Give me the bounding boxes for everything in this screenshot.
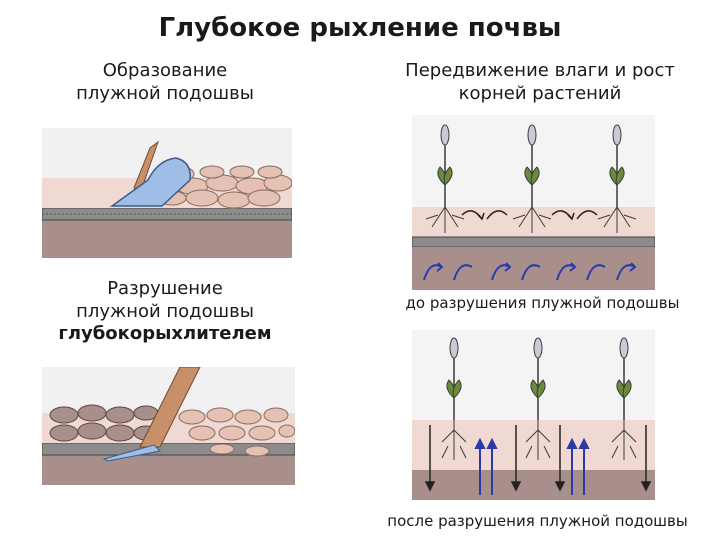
plant-2 — [525, 337, 551, 460]
topsoil-layer — [412, 420, 655, 470]
caption-moisture-line2: корней растений — [458, 82, 622, 104]
after-destruction-diagram — [412, 330, 655, 500]
plant-3 — [611, 337, 637, 460]
subsoil-layer — [412, 470, 655, 500]
caption-moisture: Передвижение влаги и рост корней растени… — [365, 60, 715, 105]
caption-destruction-line2: плужной подошвы — [76, 300, 254, 322]
topsoil-layer — [412, 207, 655, 237]
plow-blade — [109, 157, 191, 207]
plow-pan-formation-diagram — [42, 128, 292, 258]
caption-formation-line2: плужной подошвы — [76, 82, 254, 104]
loosened-clods — [178, 407, 295, 457]
plant-2 — [512, 124, 552, 233]
caption-formation-line1: Образование — [102, 60, 228, 81]
deep-ripper-diagram — [42, 367, 295, 485]
ripper-shank — [139, 367, 201, 448]
ripper-tip — [102, 444, 162, 462]
caption-destruction-line3: глубокорыхлителем — [58, 323, 272, 344]
page-title: Глубокое рыхление почвы — [158, 13, 562, 43]
moisture-roots-diagram — [412, 115, 655, 290]
plant-3 — [597, 124, 637, 233]
caption-destruction: Разрушение плужной подошвы глубокорыхлит… — [10, 278, 320, 346]
plants — [425, 124, 637, 233]
plant-1 — [441, 337, 467, 460]
up-arrows — [474, 437, 590, 495]
caption-moisture-line1: Передвижение влаги и рост — [405, 60, 675, 81]
caption-before: до разрушения плужной подошвы — [405, 294, 680, 312]
plants — [441, 337, 637, 460]
subsoil-layer — [42, 220, 292, 258]
hardpan-layer — [412, 236, 655, 248]
caption-formation: Образование плужной подошвы — [20, 60, 310, 105]
caption-destruction-line1: Разрушение — [107, 278, 223, 299]
caption-after: после разрушения плужной подошвы — [387, 512, 688, 530]
moisture-arrows-topsoil — [461, 210, 598, 221]
moisture-arrows-subsoil — [423, 262, 637, 281]
down-arrows — [424, 425, 652, 492]
subsoil-layer — [412, 247, 655, 290]
subsoil-layer — [42, 455, 295, 485]
plant-1 — [425, 124, 465, 233]
